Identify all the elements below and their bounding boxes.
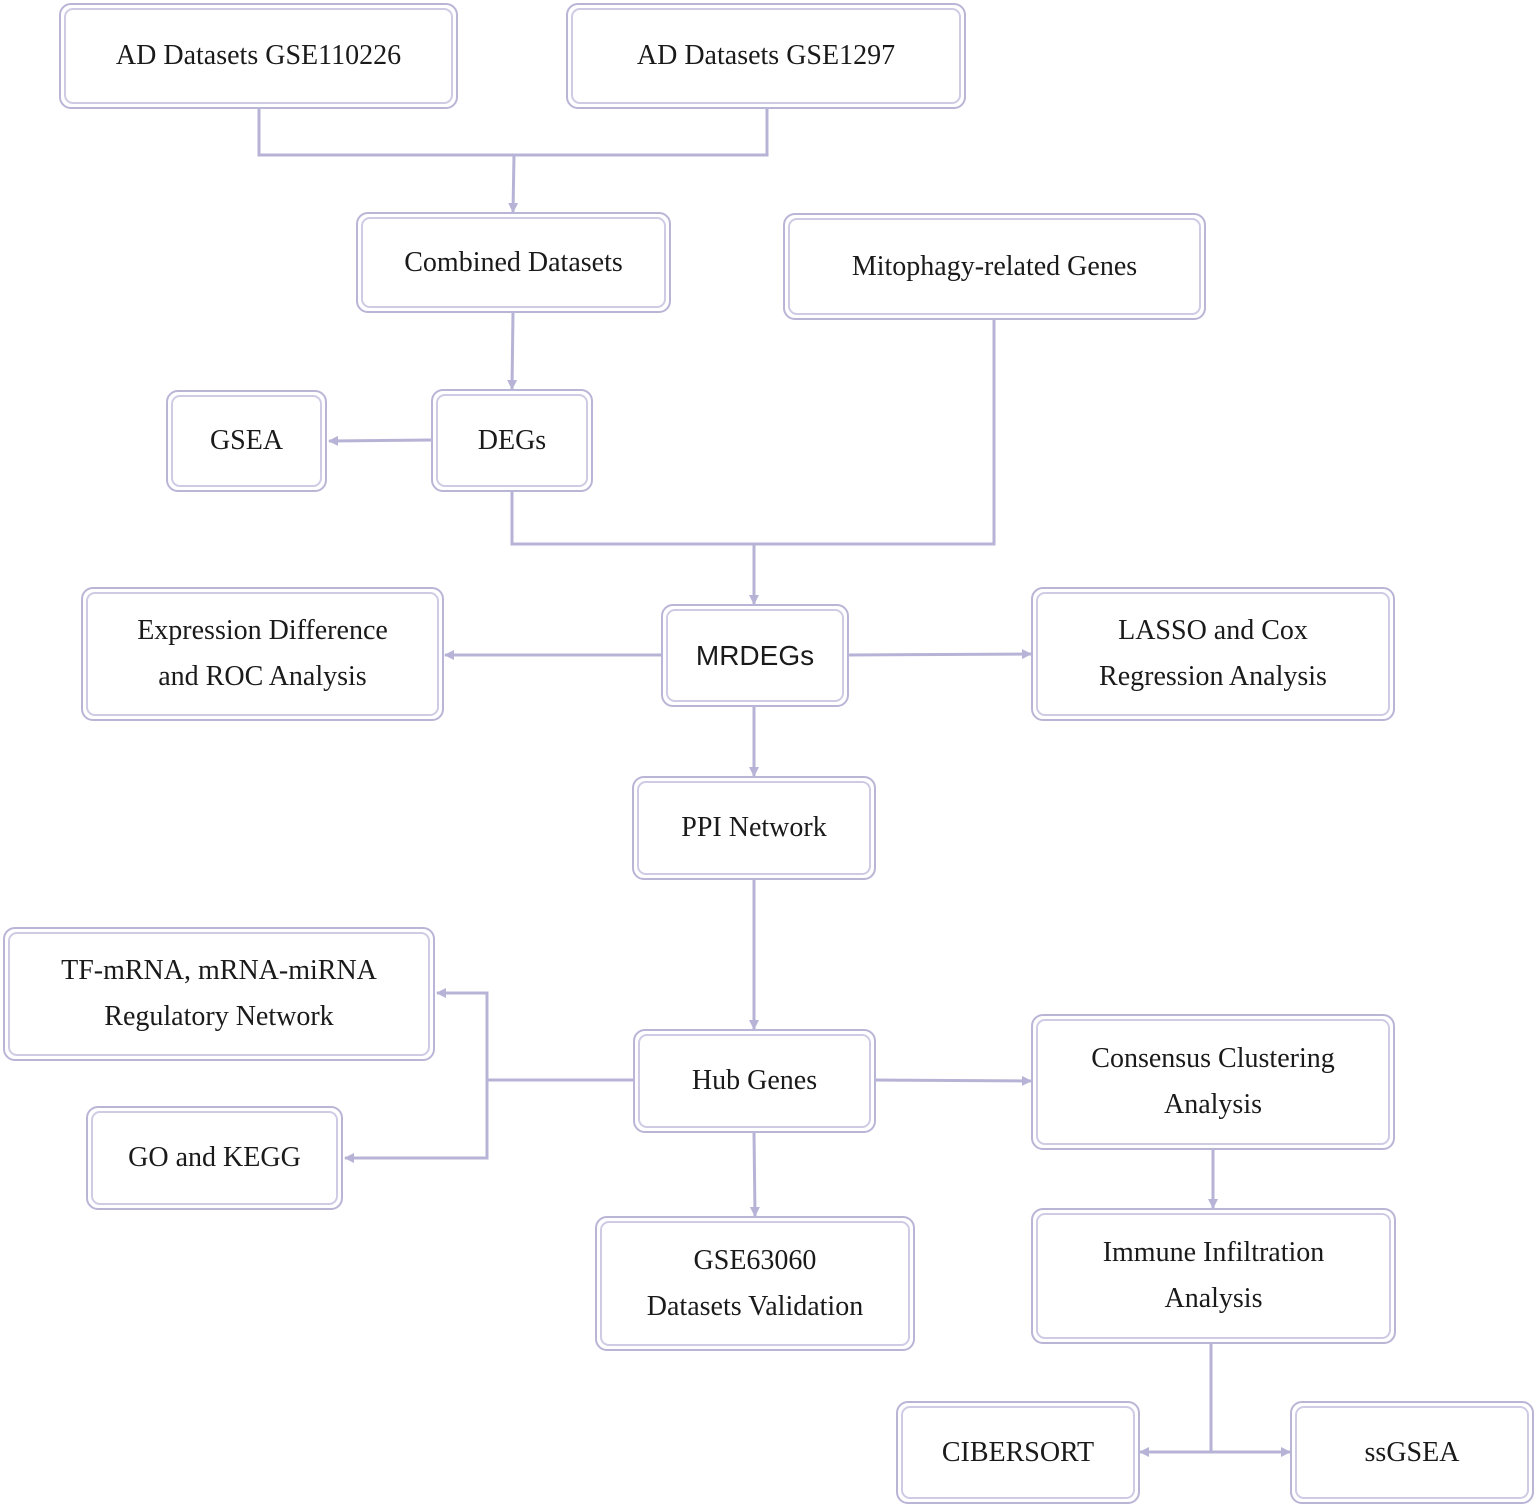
edge-mrdegs-to-lasso — [847, 649, 1032, 660]
node-expression-roc-label: Expression Difference and ROC Analysis — [137, 615, 388, 692]
node-degs-label: DEGs — [477, 424, 547, 456]
node-mitophagy-genes: Mitophagy-related Genes — [783, 213, 1206, 320]
node-gse1297-label: AD Datasets GSE1297 — [636, 40, 896, 71]
edge-branch-to-gokegg — [344, 1080, 489, 1163]
node-gse110226: AD Datasets GSE110226 — [59, 3, 458, 109]
node-expression-roc: Expression Difference and ROC Analysis — [81, 587, 444, 721]
edge-merge-to-combined — [508, 154, 519, 213]
node-ssgsea: ssGSEA — [1290, 1401, 1534, 1504]
node-cibersort-label: CIBERSORT — [941, 1436, 1095, 1468]
node-gse63060-validation: GSE63060 Datasets Validation — [595, 1216, 915, 1351]
node-gsea: GSEA — [166, 390, 327, 492]
node-ppi-network: PPI Network — [632, 776, 876, 880]
node-gsea-label: GSEA — [209, 425, 284, 456]
node-tf-mrna-network-label: TF-mRNA, mRNA-miRNA Regulatory Network — [61, 955, 377, 1032]
node-gse110226-label: AD Datasets GSE110226 — [115, 40, 402, 71]
edge-datasets-to-combined — [257, 108, 769, 157]
node-gse63060-validation-label: GSE63060 Datasets Validation — [646, 1244, 864, 1322]
node-mrdegs-label: MRDEGs — [695, 639, 815, 671]
edge-degs-to-gsea — [328, 435, 433, 446]
node-mrdegs: MRDEGs — [661, 604, 849, 707]
node-immune-infiltration-label: Immune Infiltration Analysis — [1102, 1237, 1325, 1314]
node-tf-mrna-network: TF-mRNA, mRNA-miRNA Regulatory Network — [3, 927, 435, 1061]
node-consensus-clustering-label: Consensus Clustering Analysis — [1091, 1043, 1335, 1120]
node-degs: DEGs — [431, 389, 593, 492]
node-hub-genes-label: Hub Genes — [691, 1065, 818, 1096]
node-combined-datasets-label: Combined Datasets — [404, 246, 623, 278]
node-immune-infiltration: Immune Infiltration Analysis — [1031, 1208, 1396, 1344]
edge-hub-to-validation — [749, 1131, 760, 1217]
edge-hub-to-consensus — [874, 1075, 1032, 1086]
node-consensus-clustering: Consensus Clustering Analysis — [1031, 1014, 1395, 1150]
node-combined-datasets: Combined Datasets — [356, 212, 671, 313]
node-mitophagy-genes-label: Mitophagy-related Genes — [851, 250, 1138, 282]
node-lasso-cox: LASSO and Cox Regression Analysis — [1031, 587, 1395, 721]
edge-branch-to-tf — [436, 988, 489, 1080]
node-ppi-network-label: PPI Network — [681, 812, 827, 843]
node-go-kegg-label: GO and KEGG — [128, 1142, 301, 1173]
node-go-kegg: GO and KEGG — [86, 1106, 343, 1210]
node-cibersort: CIBERSORT — [896, 1401, 1140, 1504]
edge-combined-to-degs — [507, 311, 518, 390]
node-hub-genes: Hub Genes — [633, 1029, 876, 1133]
node-lasso-cox-label: LASSO and Cox Regression Analysis — [1099, 615, 1327, 692]
node-gse1297: AD Datasets GSE1297 — [566, 3, 966, 109]
node-ssgsea-label: ssGSEA — [1364, 1436, 1460, 1468]
